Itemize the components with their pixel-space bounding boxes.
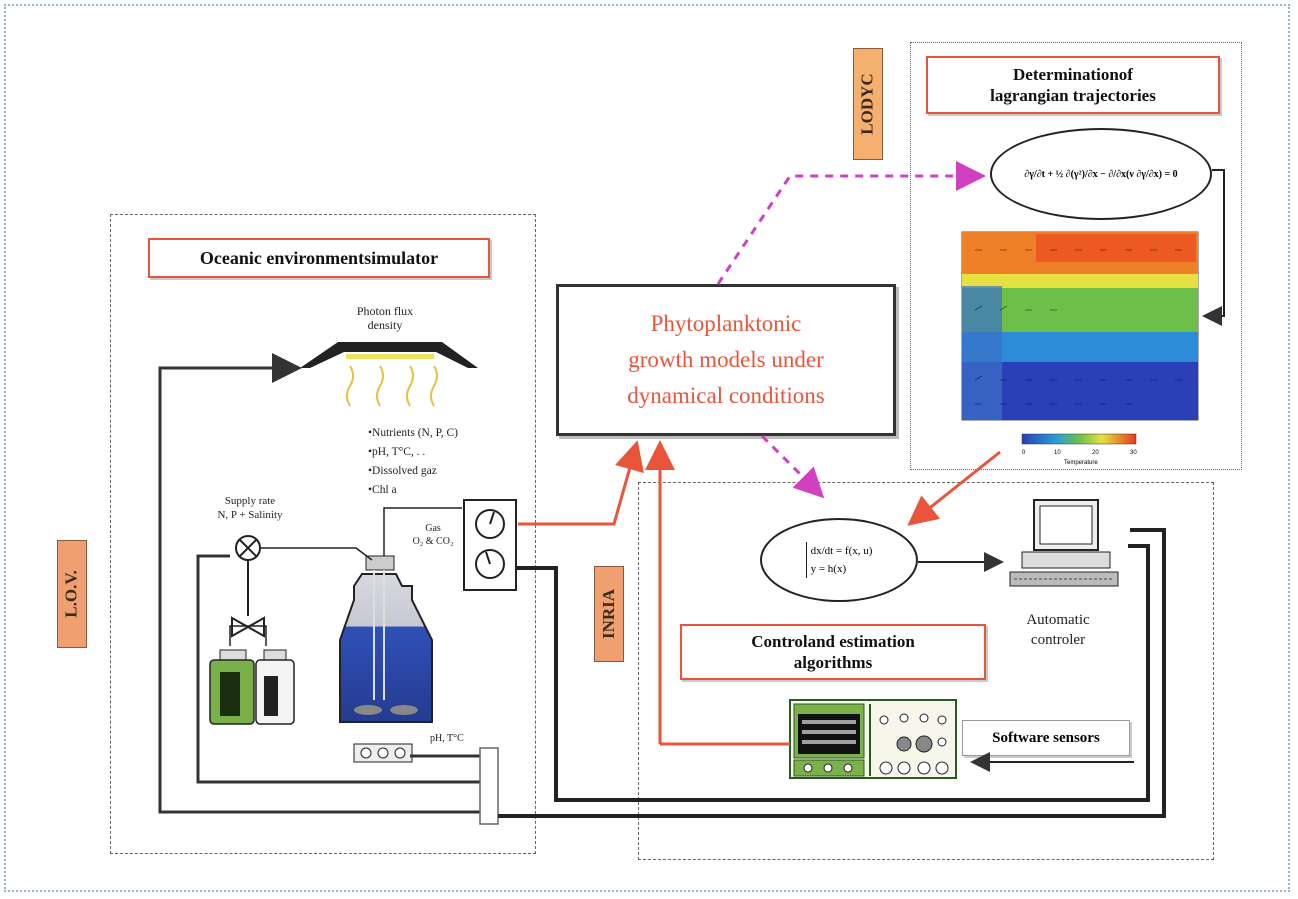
red-arrows <box>518 440 1001 746</box>
lagrangian-title-line2: lagrangian trajectories <box>990 86 1156 105</box>
ph-temp-item: •pH, T°C, . . <box>368 446 426 458</box>
equation-line2: y = h(x) <box>810 563 847 575</box>
automatic-controler-label: Automatic controler <box>996 610 1120 650</box>
gas-line2: O₂ & CO₂ <box>412 536 454 547</box>
colorbar-label: Temperature <box>1064 460 1098 466</box>
dissolved-gaz-item: •Dissolved gaz <box>368 465 437 477</box>
computer <box>1009 499 1119 587</box>
gas-label: Gas O₂ & CO₂ <box>400 522 466 548</box>
photon-flux-label: Photon flux density <box>340 304 430 332</box>
measured-variables: •Nutrients (N, P, C) •pH, T°C, . . •Diss… <box>368 424 508 500</box>
growth-models-line3: dynamical conditions <box>627 383 825 408</box>
oceanic-title-text: Oceanic environmentsimulator <box>199 247 439 268</box>
gas-line1: Gas <box>425 523 441 534</box>
controler-line2: controler <box>1030 632 1086 648</box>
colorbar-tick-3: 30 <box>1130 450 1137 456</box>
supply-rate-line1: Supply rate <box>224 495 276 507</box>
colorbar-tick-1: 10 <box>1054 450 1061 456</box>
trajectory-loop-line <box>1202 169 1225 326</box>
lodyc-label: LODYC <box>853 48 883 160</box>
control-title-line2: algorithms <box>793 653 873 672</box>
colorbar-tick-2: 20 <box>1092 450 1099 456</box>
software-sensors-box: Software sensors <box>962 720 1130 756</box>
supply-rate-label: Supply rate N, P + Salinity <box>190 494 310 522</box>
software-sensors-text: Software sensors <box>992 729 1100 746</box>
controler-line1: Automatic <box>1026 612 1090 628</box>
ph-sensor-label: pH, T°C <box>430 733 464 744</box>
state-space-equation: dx/dt = f(x, u) y = h(x) <box>760 518 918 602</box>
gas-analyser <box>383 499 517 591</box>
control-title: Controland estimation algorithms <box>680 624 986 680</box>
control-connections <box>498 528 1166 818</box>
colorbar-tick-0: 0 <box>1022 450 1026 456</box>
lagrangian-title: Determinationof lagrangian trajectories <box>926 56 1220 114</box>
inria-group <box>638 482 1214 860</box>
lodyc-group <box>910 42 1242 470</box>
bioreactor <box>339 555 433 763</box>
photon-flux-line1: Photon flux <box>356 304 414 318</box>
inria-label: INRIA <box>594 566 624 662</box>
supply-rate-line2: N, P + Salinity <box>217 509 283 521</box>
software-board <box>789 699 957 779</box>
lov-group <box>110 214 536 854</box>
light-lamp <box>300 342 478 407</box>
simulator-connections <box>158 366 499 825</box>
photon-flux-line2: density <box>367 318 403 332</box>
burgers-equation: ∂γ/∂t + ½ ∂(γ²)/∂x − ∂/∂x(ν ∂γ/∂x) = 0 <box>990 128 1212 220</box>
temperature-plot <box>961 231 1199 445</box>
pde-text: ∂γ/∂t + ½ ∂(γ²)/∂x − ∂/∂x(ν ∂γ/∂x) = 0 <box>1024 168 1178 180</box>
outer-frame <box>4 4 1290 892</box>
equation-line1: dx/dt = f(x, u) <box>810 545 873 557</box>
lagrangian-title-line1: Determinationof <box>1013 65 1133 84</box>
chl-item: •Chl a <box>368 484 397 496</box>
magenta-arrows <box>716 161 986 499</box>
supply-bottles <box>209 535 373 725</box>
lov-label: L.O.V. <box>57 540 87 648</box>
growth-models-line1: Phytoplanktonic <box>650 311 802 336</box>
control-title-line1: Controland estimation <box>751 632 915 651</box>
oceanic-title: Oceanic environmentsimulator <box>148 238 490 278</box>
growth-models-box: Phytoplanktonic growth models under dyna… <box>556 284 896 436</box>
growth-models-line2: growth models under <box>628 347 824 372</box>
nutrients-item: •Nutrients (N, P, C) <box>368 427 458 439</box>
